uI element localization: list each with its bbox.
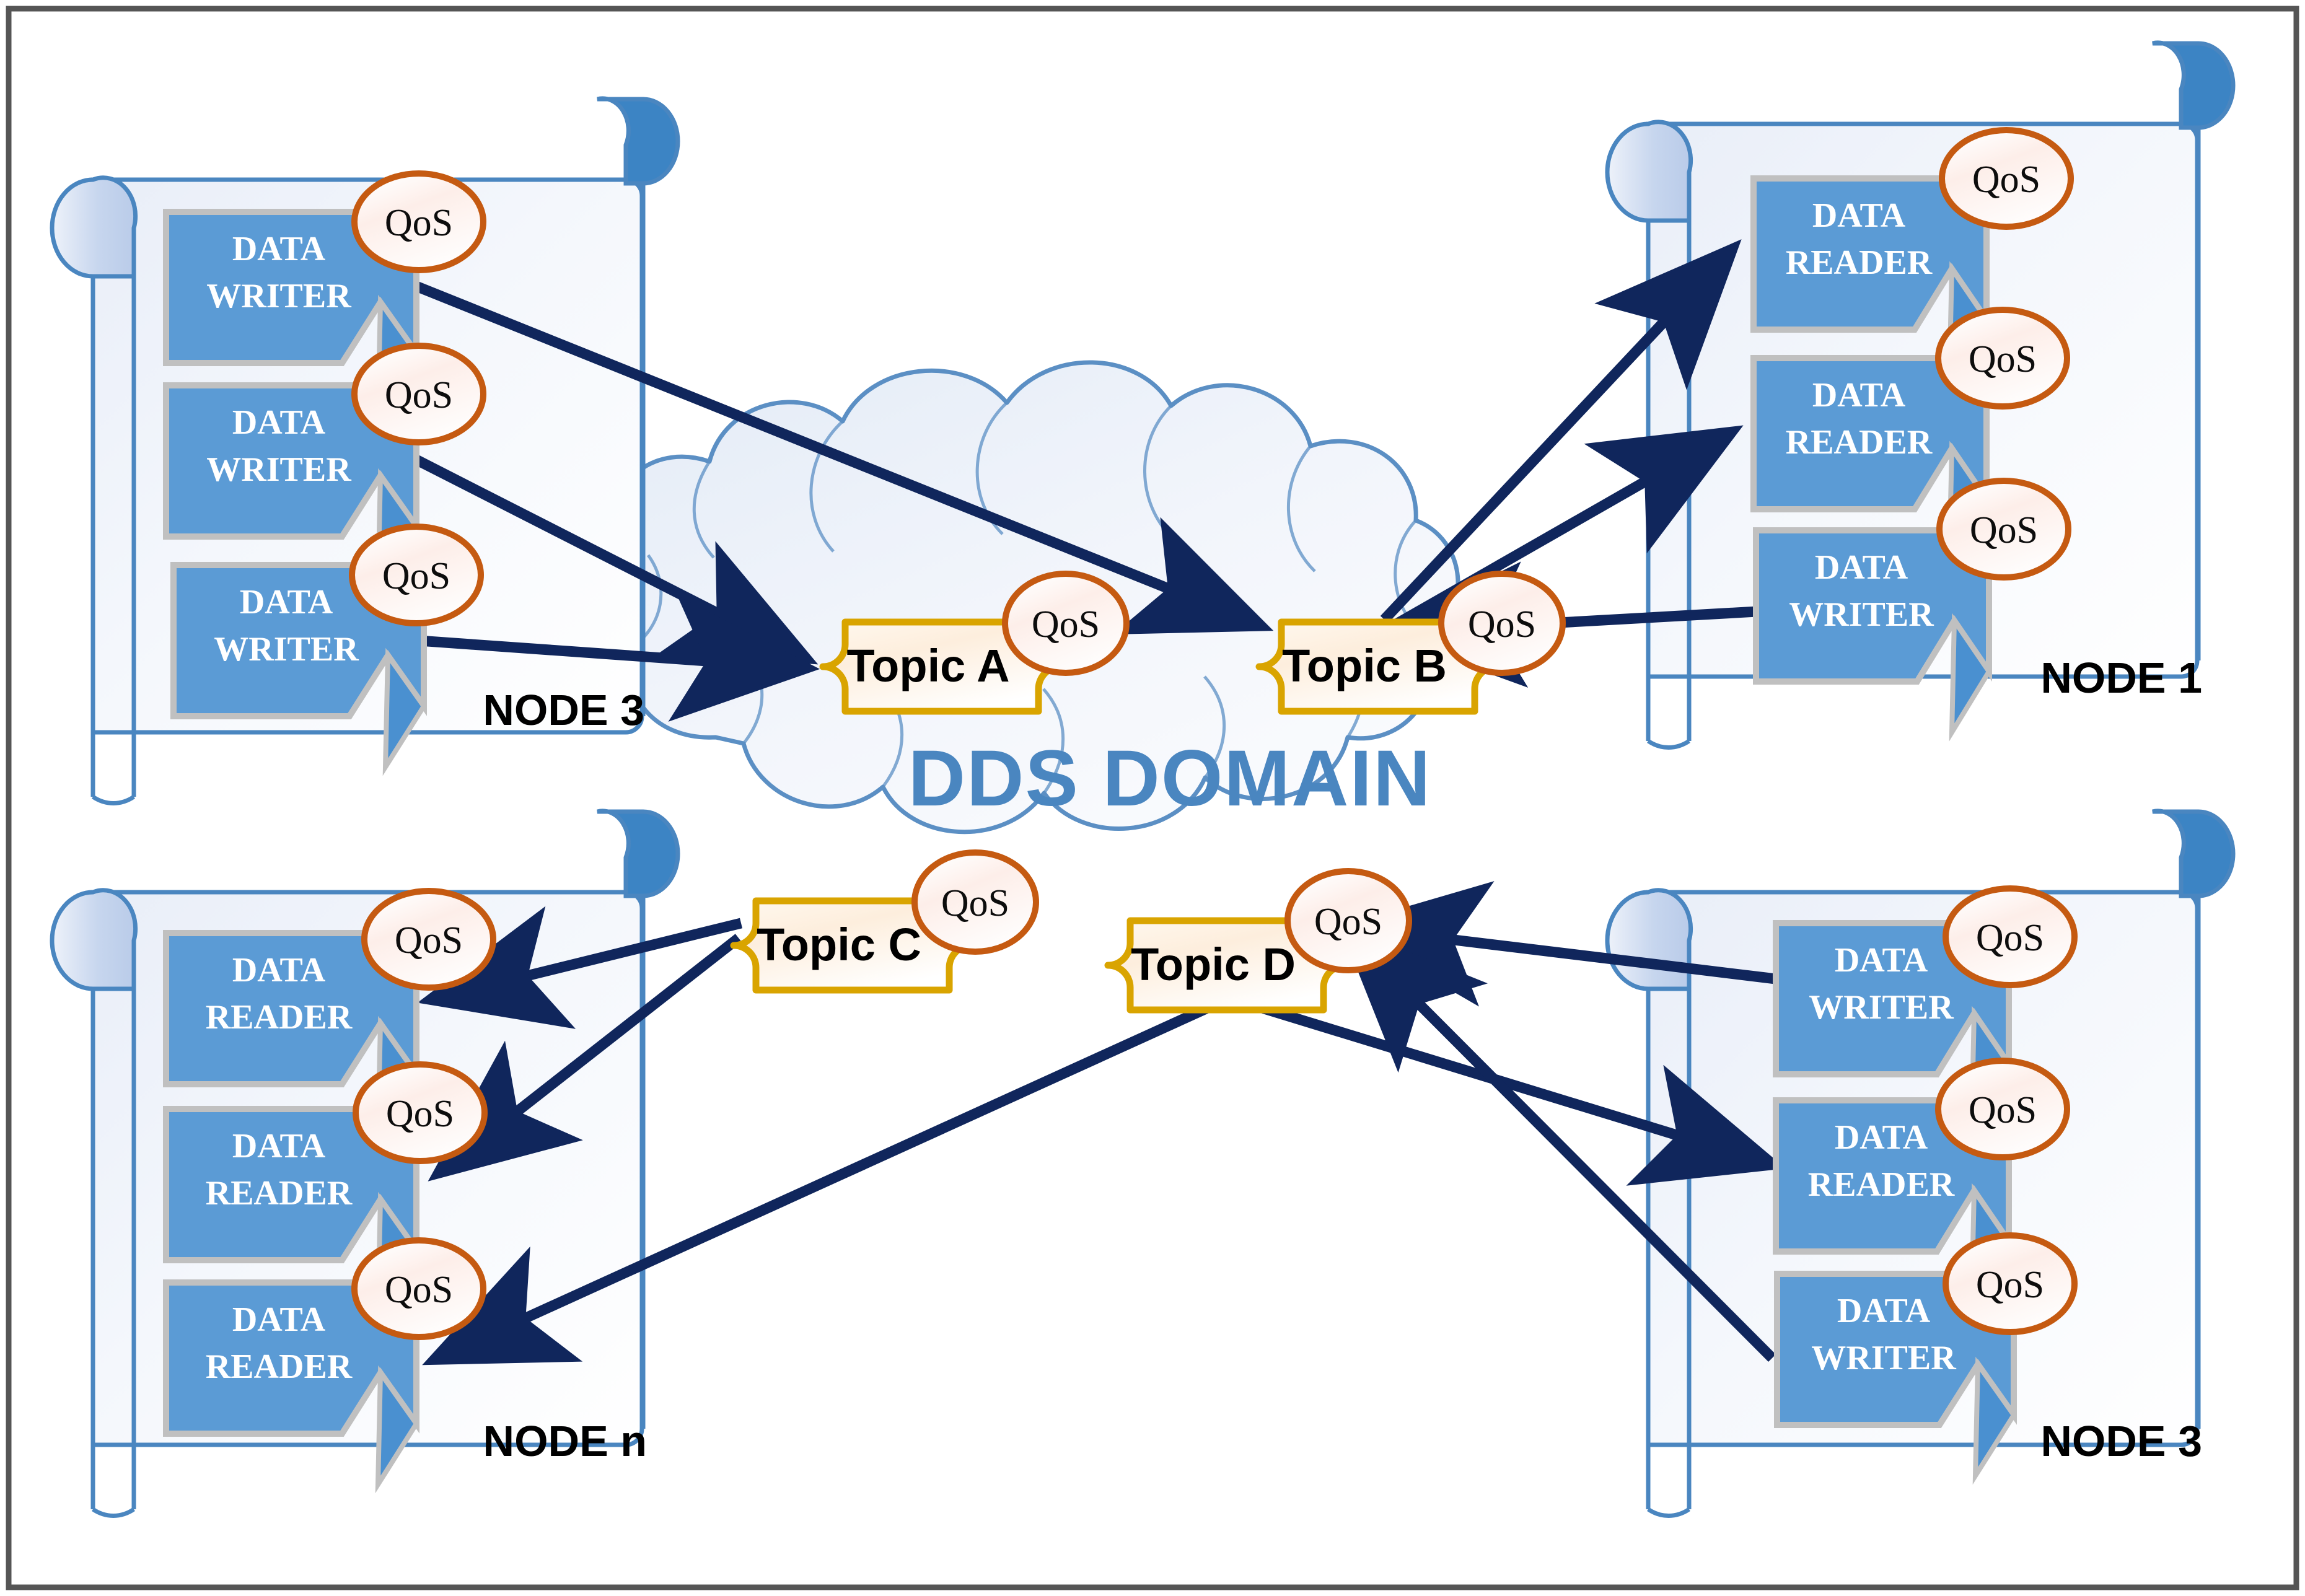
arrow-topicc-blr1 xyxy=(417,906,743,1029)
arrow-tlw1-topicb xyxy=(414,281,1274,635)
endpoint-line2: READER xyxy=(206,1348,353,1386)
qos-badge-br-2[interactable]: QoS xyxy=(1935,1058,2070,1160)
endpoint-line1: DATA xyxy=(1812,196,1906,235)
qos-text: QoS xyxy=(1032,603,1100,646)
topic-label: Topic A xyxy=(846,640,1009,691)
endpoint-bl-2[interactable]: DATA READER xyxy=(163,1106,419,1320)
qos-badge-tl-2[interactable]: QoS xyxy=(351,343,486,445)
qos-badge-bl-2[interactable]: QoS xyxy=(353,1061,488,1164)
qos-badge-topic-c[interactable]: QoS xyxy=(911,849,1039,955)
connection-arrows xyxy=(414,239,1857,1366)
endpoint-line1: DATA xyxy=(232,403,326,442)
endpoint-line1: DATA xyxy=(232,951,326,989)
qos-text: QoS xyxy=(1969,338,2037,380)
qos-badge-bl-1[interactable]: QoS xyxy=(361,888,496,991)
qos-badge-tr-3[interactable]: QoS xyxy=(1936,478,2071,581)
endpoint-line1: DATA xyxy=(232,1127,326,1165)
endpoint-line1: DATA xyxy=(232,1300,326,1339)
qos-badge-topic-b[interactable]: QoS xyxy=(1438,571,1566,676)
qos-text: QoS xyxy=(1976,1264,2044,1306)
endpoint-line2: WRITER xyxy=(1811,1339,1956,1377)
arrow-brw2-topicd xyxy=(1338,923,1776,1362)
qos-text: QoS xyxy=(385,202,453,244)
qos-badge-br-1[interactable]: QoS xyxy=(1943,885,2078,988)
endpoint-br-2[interactable]: DATA READER xyxy=(1773,1097,2012,1312)
qos-badge-topic-d[interactable]: QoS xyxy=(1284,868,1412,973)
endpoint-line1: DATA xyxy=(1812,376,1906,414)
topic-plaque-topic-d[interactable]: Topic D xyxy=(1104,917,1350,1014)
qos-badge-bl-3[interactable]: QoS xyxy=(351,1237,486,1340)
endpoint-line2: WRITER xyxy=(1789,595,1934,634)
endpoint-line1: DATA xyxy=(1837,1292,1931,1330)
qos-badge-tl-3[interactable]: QoS xyxy=(349,524,484,626)
topic-label: Topic C xyxy=(757,919,921,970)
arrow-topicd-blr3 xyxy=(422,993,1233,1366)
topic-label: Topic D xyxy=(1131,939,1296,990)
endpoint-tr-3[interactable]: DATA WRITER xyxy=(1753,527,1992,742)
endpoint-line2: READER xyxy=(206,1174,353,1212)
endpoint-line1: DATA xyxy=(232,230,326,268)
endpoint-line2: WRITER xyxy=(206,450,351,489)
qos-text: QoS xyxy=(382,555,450,597)
arrow-topicb-trr1 xyxy=(1380,239,1742,623)
qos-text: QoS xyxy=(395,919,463,962)
qos-text: QoS xyxy=(1468,603,1536,646)
endpoint-line1: DATA xyxy=(1835,941,1928,980)
endpoint-line2: WRITER xyxy=(1809,988,1954,1027)
node-label-top-right: NODE 1 xyxy=(2040,654,2202,702)
endpoint-line1: DATA xyxy=(1835,1118,1928,1157)
qos-badge-tr-2[interactable]: QoS xyxy=(1935,307,2070,410)
arrow-tlw3-topica xyxy=(418,595,820,722)
qos-text: QoS xyxy=(385,374,453,416)
qos-text: QoS xyxy=(386,1093,454,1135)
dds-domain-title: DDS DOMAIN xyxy=(908,734,1432,823)
endpoint-line2: WRITER xyxy=(214,630,359,669)
qos-text: QoS xyxy=(941,882,1009,924)
endpoint-line2: READER xyxy=(1786,423,1933,462)
node-label-top-left: NODE 3 xyxy=(483,686,644,734)
qos-text: QoS xyxy=(385,1269,453,1311)
qos-badge-tr-1[interactable]: QoS xyxy=(1939,127,2074,230)
arrow-topicc-blr2 xyxy=(428,934,742,1182)
endpoint-line1: DATA xyxy=(240,583,333,621)
qos-text: QoS xyxy=(1972,159,2040,201)
qos-text: QoS xyxy=(1976,917,2044,959)
qos-text: QoS xyxy=(1969,1089,2037,1131)
endpoint-line2: WRITER xyxy=(206,277,351,315)
topic-label: Topic B xyxy=(1282,640,1447,691)
qos-badge-br-3[interactable]: QoS xyxy=(1943,1232,2078,1335)
endpoint-line1: DATA xyxy=(1815,548,1908,587)
node-label-bottom-right: NODE 3 xyxy=(2040,1417,2202,1465)
endpoint-line2: READER xyxy=(206,998,353,1037)
qos-text: QoS xyxy=(1314,901,1382,943)
qos-badge-topic-a[interactable]: QoS xyxy=(1002,571,1130,676)
endpoint-bl-3[interactable]: DATA READER xyxy=(163,1279,419,1494)
qos-badge-tl-1[interactable]: QoS xyxy=(351,170,486,273)
endpoint-line2: READER xyxy=(1808,1165,1955,1204)
qos-text: QoS xyxy=(1970,509,2038,551)
node-label-bottom-left: NODE n xyxy=(483,1417,647,1465)
endpoint-line2: READER xyxy=(1786,243,1933,282)
outer-frame xyxy=(6,6,2299,1590)
